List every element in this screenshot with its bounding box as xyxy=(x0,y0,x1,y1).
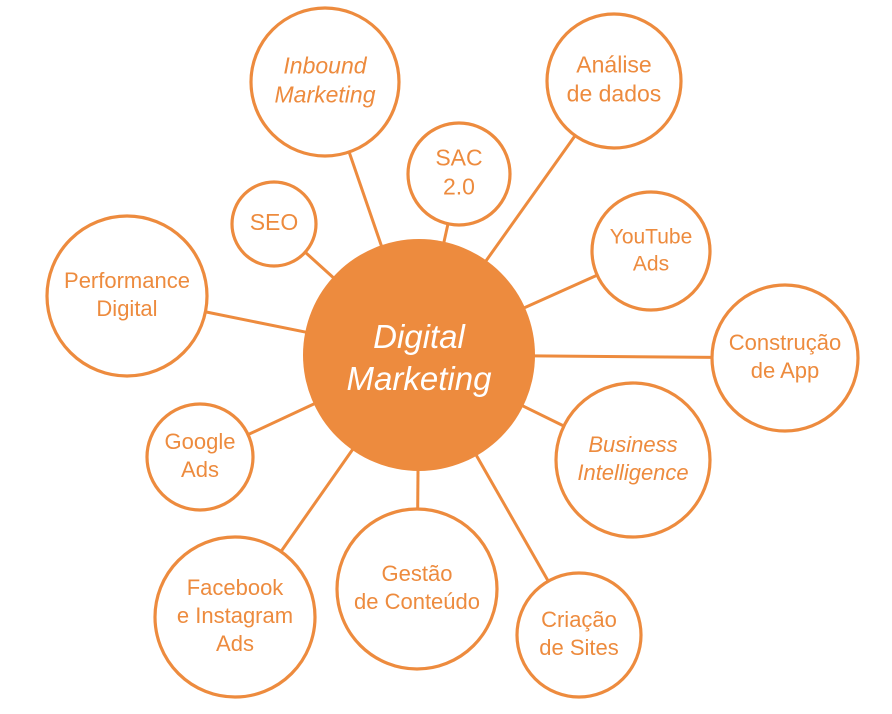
connector-facebook-e-instagram-ads xyxy=(279,447,355,554)
connector-criacao-de-sites xyxy=(474,453,551,583)
node-circle-facebook-e-instagram-ads[interactable] xyxy=(153,535,317,699)
node-circle-seo[interactable] xyxy=(230,180,318,268)
connector-youtube-ads xyxy=(522,273,599,310)
connector-seo xyxy=(303,250,336,280)
node-circle-youtube-ads[interactable] xyxy=(590,190,712,312)
hub-circle[interactable] xyxy=(303,239,535,471)
node-circle-performance-digital[interactable] xyxy=(45,214,209,378)
node-seo[interactable]: SEO xyxy=(230,180,318,268)
connector-business-intelligence xyxy=(520,403,566,428)
connector-performance-digital xyxy=(204,310,308,334)
connector-sac-2-0 xyxy=(442,222,450,245)
connector-inbound-marketing xyxy=(347,150,384,248)
node-circle-gestao-de-conteudo[interactable] xyxy=(335,507,499,671)
connector-google-ads xyxy=(246,401,317,437)
node-circle-criacao-de-sites[interactable] xyxy=(515,571,643,699)
connector-analise-de-dados xyxy=(483,133,577,263)
node-circle-inbound-marketing[interactable] xyxy=(249,6,401,158)
node-circle-google-ads[interactable] xyxy=(145,402,255,512)
node-circle-business-intelligence[interactable] xyxy=(554,381,712,539)
node-circle-sac-2-0[interactable] xyxy=(406,121,512,227)
node-label-seo: SEO xyxy=(250,209,299,235)
connector-construcao-de-app xyxy=(532,354,714,359)
connector-lines-group xyxy=(204,133,714,583)
node-circle-analise-de-dados[interactable] xyxy=(545,12,683,150)
node-circle-construcao-de-app[interactable] xyxy=(710,283,860,433)
